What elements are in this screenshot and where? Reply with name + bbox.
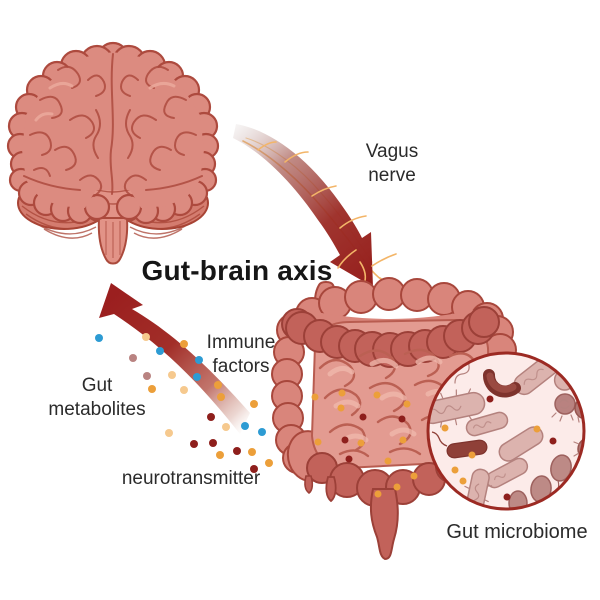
immune-factors-label: Immune factors <box>206 332 276 377</box>
bacterium-rod <box>428 388 486 428</box>
vagus-nerve-label: Vagus nerve <box>365 141 419 186</box>
microbiome-inset-border <box>426 351 586 511</box>
brain-illustration <box>6 41 220 265</box>
gut-illustration <box>271 277 523 561</box>
signal-molecule-dots <box>95 333 273 473</box>
bacterium-dark-rod <box>446 439 488 459</box>
gut-molecule-dots <box>311 389 439 498</box>
neurotransmitter-label: neurotransmitter <box>121 468 261 489</box>
gut-microbiome-label: Gut microbiome <box>446 521 588 543</box>
gut-metabolites-label: Gut metabolites <box>48 375 146 420</box>
rectum <box>369 488 399 561</box>
brainstem <box>97 217 129 265</box>
vagus-nerve-arrow <box>233 124 373 287</box>
gut-to-brain-arrow <box>99 283 250 434</box>
appendix <box>325 476 337 503</box>
bacteria-flagellated <box>508 454 572 509</box>
diagram-title: Gut-brain axis <box>141 255 333 286</box>
